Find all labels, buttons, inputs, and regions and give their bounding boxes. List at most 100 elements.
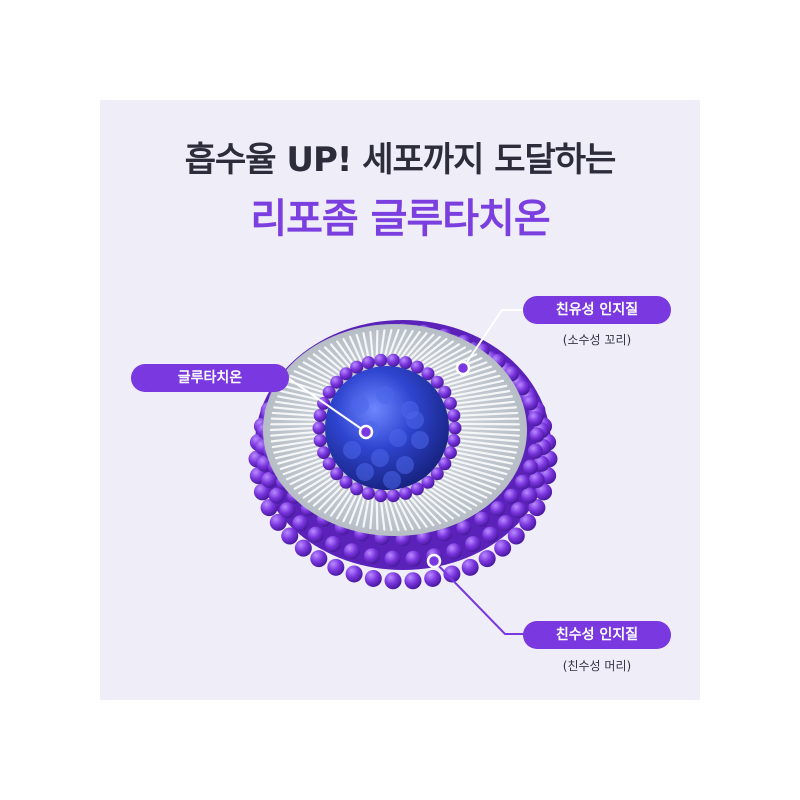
core-molecule — [376, 386, 394, 404]
phospholipid-head — [446, 543, 463, 560]
tail-line — [362, 496, 370, 528]
phospholipid-head — [405, 550, 422, 567]
phospholipid-head — [260, 499, 278, 517]
tail-line — [273, 406, 318, 413]
tail-line — [348, 493, 362, 525]
tail-line — [444, 370, 497, 387]
tail-line — [457, 435, 520, 443]
tail-line — [448, 462, 505, 481]
core-molecule — [383, 471, 401, 489]
tail-line — [274, 447, 320, 460]
core-molecule — [343, 441, 361, 459]
tail-line — [289, 374, 328, 391]
tail-line — [415, 337, 448, 364]
phospholipid-head — [528, 472, 545, 489]
inner-head — [339, 475, 353, 489]
inner-head — [447, 409, 461, 423]
tail-line — [348, 335, 362, 363]
tail-line — [429, 483, 472, 511]
callout-dot — [358, 424, 374, 440]
tail-line — [452, 454, 511, 471]
inner-head — [438, 385, 452, 399]
tail-line — [369, 330, 374, 359]
tail-line — [456, 443, 517, 454]
tail-line — [387, 328, 400, 358]
phospholipid-head — [384, 572, 402, 590]
phospholipid-head — [343, 543, 360, 560]
core-molecule — [406, 411, 424, 429]
phospholipid-head — [404, 572, 422, 590]
inner-head — [350, 482, 364, 496]
tail-line — [419, 340, 454, 366]
phospholipid-head — [327, 558, 345, 576]
core-molecule — [389, 429, 407, 447]
phospholipid-head — [310, 550, 328, 568]
phospholipid-head — [527, 443, 543, 459]
phospholipid-head — [307, 526, 324, 543]
tail-line — [277, 451, 321, 465]
tail-line — [270, 431, 317, 437]
core-molecule — [411, 431, 429, 449]
tail-line — [369, 497, 374, 530]
tail-line — [270, 435, 317, 443]
tail-line — [387, 498, 400, 532]
tail-line — [446, 465, 501, 486]
tail-line — [285, 462, 326, 481]
phospholipid-head — [456, 520, 472, 536]
phospholipid-head — [261, 472, 278, 489]
phospholipid-head — [461, 558, 479, 576]
tail-line — [375, 498, 379, 531]
phospholipid-head — [253, 483, 271, 501]
phospholipid-head — [521, 487, 538, 504]
tail-line — [457, 426, 521, 432]
tail-line — [448, 379, 505, 394]
phospholipid-head — [364, 569, 382, 587]
phospholipid-head — [436, 526, 452, 542]
inner-head — [448, 421, 462, 435]
tail-line — [429, 349, 472, 373]
phospholipid-head — [325, 535, 341, 552]
phospholipid-head — [384, 550, 401, 567]
phospholipid-head — [519, 513, 537, 531]
phospholipid-head — [363, 548, 380, 565]
tail-line — [282, 384, 324, 398]
tail-line — [423, 488, 461, 517]
phospholipid-head — [443, 565, 461, 583]
tail-line — [277, 395, 321, 405]
core-molecule — [356, 463, 374, 481]
tail-line — [379, 329, 386, 358]
tail-line — [419, 490, 454, 520]
inner-head — [374, 353, 388, 367]
tail-line — [396, 498, 414, 531]
tail-line — [342, 337, 359, 364]
inner-head — [322, 457, 336, 471]
phospholipid-head — [514, 380, 530, 396]
phospholipid-head — [281, 527, 299, 545]
tail-line — [271, 411, 318, 417]
tail-line — [383, 498, 393, 532]
tail-line — [323, 346, 348, 370]
tail-line — [271, 439, 318, 449]
tail-line — [318, 349, 345, 373]
tail-line — [269, 426, 317, 432]
tail-line — [312, 353, 341, 375]
tail-line — [392, 498, 407, 531]
tail-line — [329, 488, 351, 517]
inner-head — [350, 360, 364, 374]
inner-head — [312, 421, 326, 435]
headline-line-1: 흡수율 UP! 세포까지 도달하는 — [184, 140, 617, 180]
inner-head — [399, 486, 413, 500]
tail-line — [383, 328, 393, 358]
inner-head — [330, 375, 344, 389]
tail-line — [307, 478, 338, 503]
tail-line — [450, 384, 508, 398]
core-molecule — [371, 449, 389, 467]
callout-dot — [455, 360, 471, 376]
tail-line — [336, 490, 355, 520]
label-lipophilic: 친유성 인지질 — [523, 296, 671, 324]
tail-line — [453, 451, 513, 465]
tail-line — [436, 478, 483, 503]
tail-line — [438, 475, 488, 499]
phospholipid-head — [510, 502, 527, 519]
phospholipid-head — [279, 502, 296, 519]
